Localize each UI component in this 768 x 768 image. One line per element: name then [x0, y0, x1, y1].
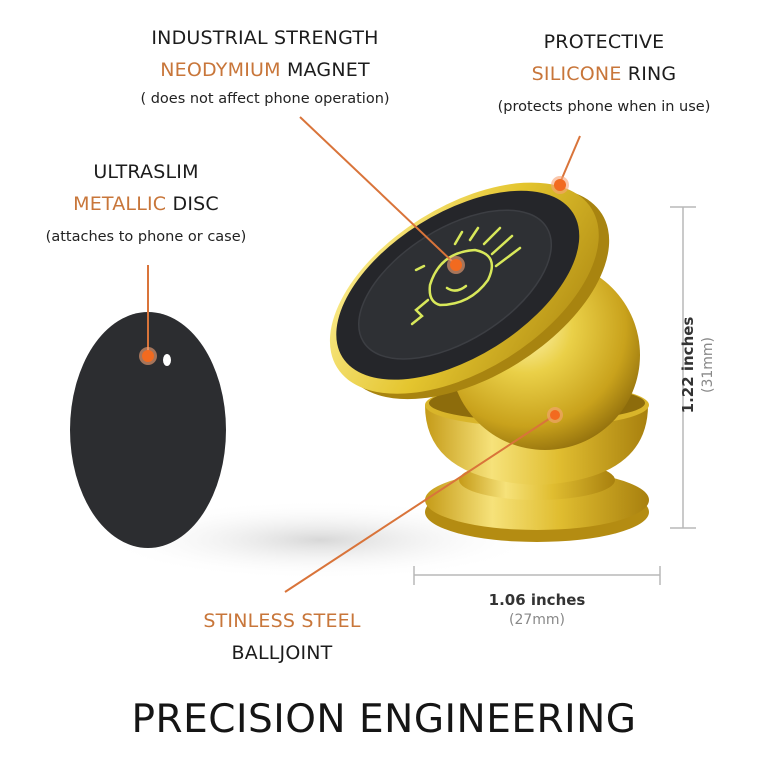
callout-dots: [139, 176, 569, 423]
callout-magnet-accent: NEODYMIUM: [160, 59, 281, 81]
callout-balljoint-line2: BALLJOINT: [231, 642, 333, 664]
callout-magnet-line1: INDUSTRIAL STRENGTH: [151, 27, 379, 49]
callout-disc-note: (attaches to phone or case): [45, 229, 247, 245]
callout-magnet-rest: MAGNET: [280, 59, 370, 81]
callout-magnet: INDUSTRIAL STRENGTH NEODYMIUM MAGNET ( d…: [140, 22, 389, 112]
callout-balljoint: STINLESS STEEL BALLJOINT: [203, 605, 360, 669]
callout-ring-note: (protects phone when in use): [497, 99, 711, 115]
callout-disc-line2: METALLIC DISC: [46, 188, 247, 220]
callout-magnet-note: ( does not affect phone operation): [140, 91, 390, 107]
dimension-lines: [413, 206, 696, 585]
page-title: PRECISION ENGINEERING: [131, 697, 637, 742]
dimension-width-metric: (27mm): [508, 612, 566, 628]
callout-disc-accent: METALLIC: [73, 193, 167, 215]
dimension-height-value: 1.22 inches: [679, 316, 697, 414]
lightbulb-logo: [410, 226, 522, 326]
callout-ring-accent: SILICONE: [531, 63, 622, 85]
callout-disc-rest: DISC: [166, 193, 219, 215]
metallic-disc: [70, 312, 226, 548]
dimension-width-value: 1.06 inches: [488, 591, 586, 609]
dimension-width: 1.06 inches (27mm): [489, 590, 586, 630]
dimension-height: 1.22 inches (31mm): [678, 317, 718, 414]
dimension-height-metric: (31mm): [700, 336, 716, 394]
callout-ring-rest: RING: [621, 63, 677, 85]
callout-disc: ULTRASLIM METALLIC DISC (attaches to pho…: [46, 156, 247, 250]
callout-disc-line1: ULTRASLIM: [93, 161, 199, 183]
callout-magnet-line2: NEODYMIUM MAGNET: [140, 54, 389, 86]
callout-ring: PROTECTIVE SILICONE RING (protects phone…: [498, 26, 711, 120]
callout-ring-line2: SILICONE RING: [498, 58, 711, 90]
callout-ring-line1: PROTECTIVE: [543, 31, 665, 53]
callout-balljoint-accent: STINLESS STEEL: [203, 610, 361, 632]
callout-lines: [147, 116, 581, 593]
